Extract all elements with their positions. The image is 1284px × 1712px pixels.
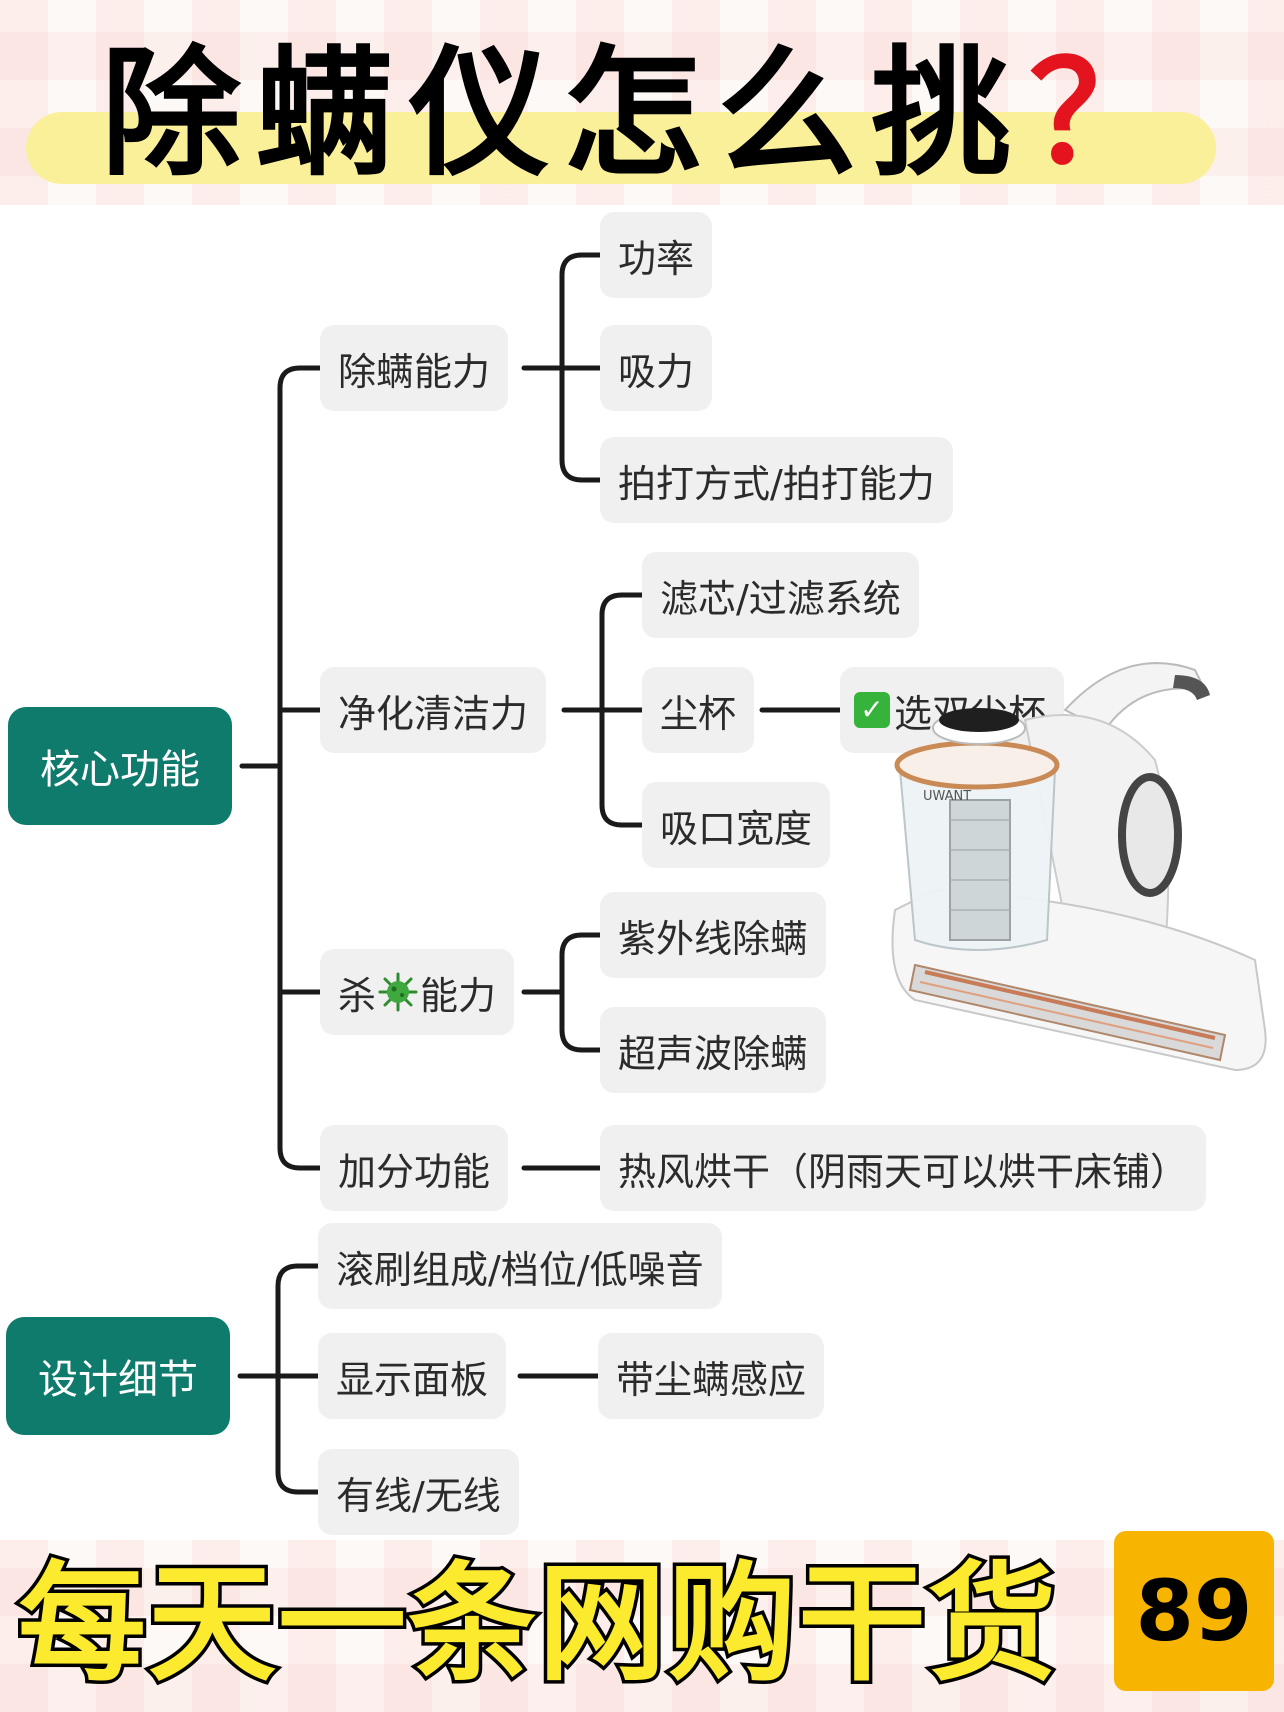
- node-ultrasonic: 超声波除螨: [600, 1007, 827, 1093]
- sterilize-label-right: 能力: [420, 973, 497, 1018]
- node-brush: 滚刷组成/档位/低噪音: [318, 1223, 722, 1309]
- germ-icon: [378, 972, 418, 1012]
- trunk-design: [275, 1263, 301, 1495]
- node-mite-removal: 除螨能力: [320, 325, 509, 411]
- node-display: 显示面板: [318, 1333, 507, 1419]
- title-text: 除螨仪怎么挑: [100, 33, 1025, 196]
- node-dust-cup: 尘杯: [642, 667, 755, 753]
- mite-vacuum-illustration: UWANT: [891, 662, 1267, 1072]
- node-cleaning-power: 净化清洁力: [320, 667, 547, 753]
- check-mark-icon: ✓: [854, 692, 890, 728]
- sterilize-label-left: 杀: [338, 973, 377, 1018]
- node-power: 功率: [600, 212, 713, 298]
- page-title: 除螨仪怎么挑？: [0, 12, 1284, 196]
- node-hot-air: 热风烘干（阴雨天可以烘干床铺）: [600, 1125, 1207, 1211]
- day-number-badge: 89: [1114, 1531, 1274, 1691]
- node-bonus: 加分功能: [320, 1125, 509, 1211]
- trunk-sterilize: [559, 932, 585, 1053]
- product-brand: UWANT: [923, 789, 971, 804]
- node-sterilize: 杀 能力: [320, 949, 515, 1035]
- node-tapping: 拍打方式/拍打能力: [600, 437, 953, 523]
- node-core-functions: 核心功能: [8, 707, 232, 825]
- node-wired: 有线/无线: [318, 1449, 519, 1535]
- footer-slogan: 每天一条网购干货: [15, 1546, 1060, 1702]
- node-display-sensor: 带尘螨感应: [598, 1333, 825, 1419]
- trunk-core: [277, 365, 303, 1171]
- node-suction: 吸力: [600, 325, 713, 411]
- node-design-details: 设计细节: [6, 1317, 230, 1435]
- node-filter: 滤芯/过滤系统: [642, 552, 919, 638]
- node-inlet-width: 吸口宽度: [642, 782, 831, 868]
- title-highlight: [26, 112, 1216, 184]
- node-uv: 紫外线除螨: [600, 892, 827, 978]
- question-mark-icon: ？: [1029, 33, 1184, 196]
